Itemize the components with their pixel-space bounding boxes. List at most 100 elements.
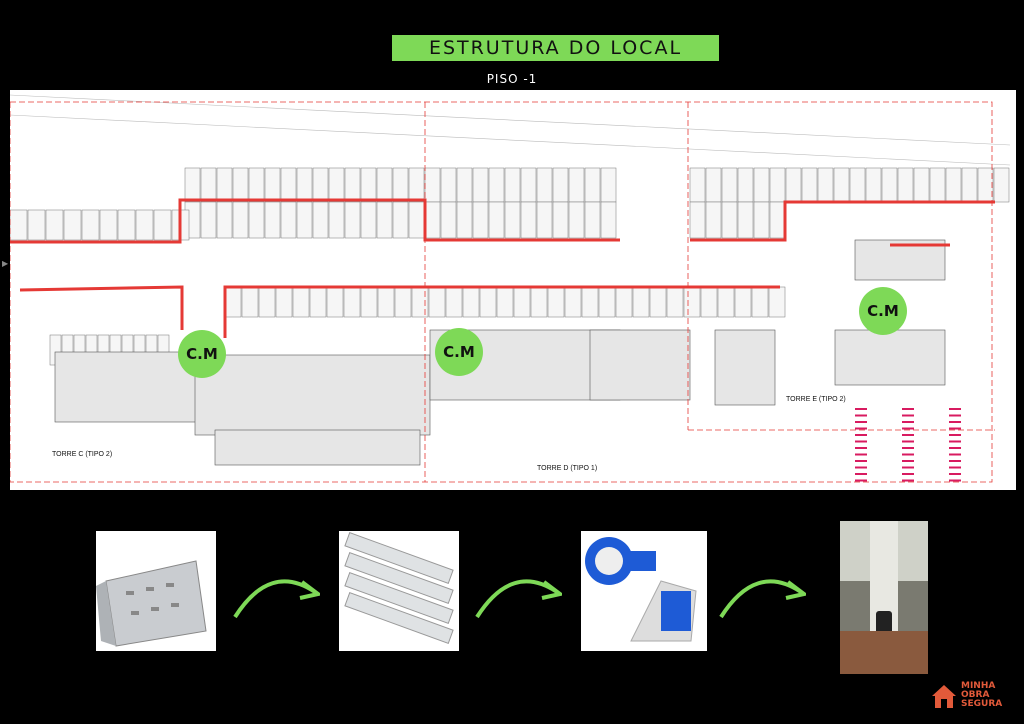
parking-stall	[360, 167, 377, 203]
table-entry	[902, 414, 914, 417]
parking-stall	[897, 167, 914, 203]
parking-stall	[408, 167, 425, 203]
parking-stall	[768, 286, 786, 318]
house-icon	[932, 684, 956, 708]
parking-stall	[881, 167, 898, 203]
parking-stall	[598, 286, 616, 318]
parking-stall	[328, 201, 345, 239]
parking-stall	[456, 201, 473, 239]
parking-stall	[717, 286, 735, 318]
tower-c-label: TORRE C (TIPO 2)	[52, 451, 113, 458]
parking-stall	[241, 286, 259, 318]
parking-stall	[753, 167, 770, 203]
parking-stall	[945, 167, 962, 203]
parking-stall	[751, 286, 769, 318]
parking-stall	[536, 201, 553, 239]
parking-stall	[200, 167, 217, 203]
table-entry	[949, 408, 961, 410]
parking-stall	[504, 201, 521, 239]
parking-stall	[721, 167, 738, 203]
parking-stall	[216, 167, 233, 203]
logo-line-3: SEGURA	[961, 699, 1003, 709]
parking-stall	[700, 286, 718, 318]
parking-stall	[344, 201, 361, 239]
brand-logo: MINHA OBRA SEGURA	[931, 682, 1002, 709]
parking-stall	[424, 167, 441, 203]
parking-stall	[232, 201, 249, 239]
parking-stall	[408, 201, 425, 239]
parking-stall	[440, 167, 457, 203]
table-entry	[855, 414, 867, 417]
table-entry	[855, 460, 867, 462]
parking-stall	[801, 167, 818, 203]
table-entry	[855, 479, 867, 482]
parking-stall	[117, 209, 136, 241]
parking-stall	[833, 167, 850, 203]
parking-stall	[683, 286, 701, 318]
parking-stall	[929, 167, 946, 203]
parking-stall	[564, 286, 582, 318]
parking-stall	[993, 167, 1010, 203]
table-entry	[902, 453, 914, 456]
parking-stall	[428, 286, 446, 318]
parking-stall	[552, 167, 569, 203]
cm-marker-2[interactable]: C.M	[435, 328, 483, 376]
parking-stall	[769, 201, 786, 239]
table-entry	[949, 414, 961, 417]
cable-tray-image	[96, 531, 216, 651]
table-entry	[855, 408, 867, 410]
parking-stall	[456, 167, 473, 203]
table-entry	[902, 440, 914, 443]
parking-stall	[135, 209, 154, 241]
parking-stall	[184, 167, 201, 203]
table-entry	[949, 440, 961, 443]
parking-stall	[479, 286, 497, 318]
parking-stall	[530, 286, 548, 318]
parking-stall	[547, 286, 565, 318]
slide-nav-arrow-icon[interactable]: ▶	[2, 259, 9, 268]
table-entry	[902, 460, 914, 462]
page-title: ESTRUTURA DO LOCAL	[392, 35, 719, 61]
table-entry	[902, 466, 914, 469]
logo-line-2: OBRA	[961, 690, 990, 700]
cm-marker-1[interactable]: C.M	[178, 330, 226, 378]
parking-stall	[496, 286, 514, 318]
parking-stall	[275, 286, 293, 318]
parking-stall	[520, 167, 537, 203]
parking-stall	[488, 201, 505, 239]
arrow-right-icon	[233, 579, 320, 619]
table-entry	[902, 434, 914, 436]
parking-stall	[343, 286, 361, 318]
parking-stall	[961, 167, 978, 203]
parking-stall	[632, 286, 650, 318]
parking-stall	[689, 201, 706, 239]
parking-stall	[600, 167, 617, 203]
table-entry	[902, 473, 914, 475]
parking-stall	[584, 167, 601, 203]
parking-stall	[153, 209, 172, 241]
parking-stall	[785, 167, 802, 203]
cm-marker-3[interactable]: C.M	[859, 287, 907, 335]
table-entry	[902, 421, 914, 423]
parking-stall	[445, 286, 463, 318]
parking-stall	[248, 201, 265, 239]
parking-stall	[81, 209, 100, 241]
parking-stall	[913, 167, 930, 203]
parking-stall	[552, 201, 569, 239]
table-entry	[949, 473, 961, 475]
parking-stall	[360, 286, 378, 318]
parking-stall	[248, 167, 265, 203]
parking-stall	[264, 167, 281, 203]
parking-stall	[705, 201, 722, 239]
parking-stall	[258, 286, 276, 318]
parking-stall	[753, 201, 770, 239]
parking-stall	[472, 167, 489, 203]
table-entry	[949, 447, 961, 449]
table-entry	[949, 434, 961, 436]
table-entry	[949, 479, 961, 482]
parking-stall	[666, 286, 684, 318]
parking-stall	[280, 167, 297, 203]
parking-stall	[63, 209, 82, 241]
parking-stall	[536, 167, 553, 203]
table-entry	[855, 421, 867, 423]
